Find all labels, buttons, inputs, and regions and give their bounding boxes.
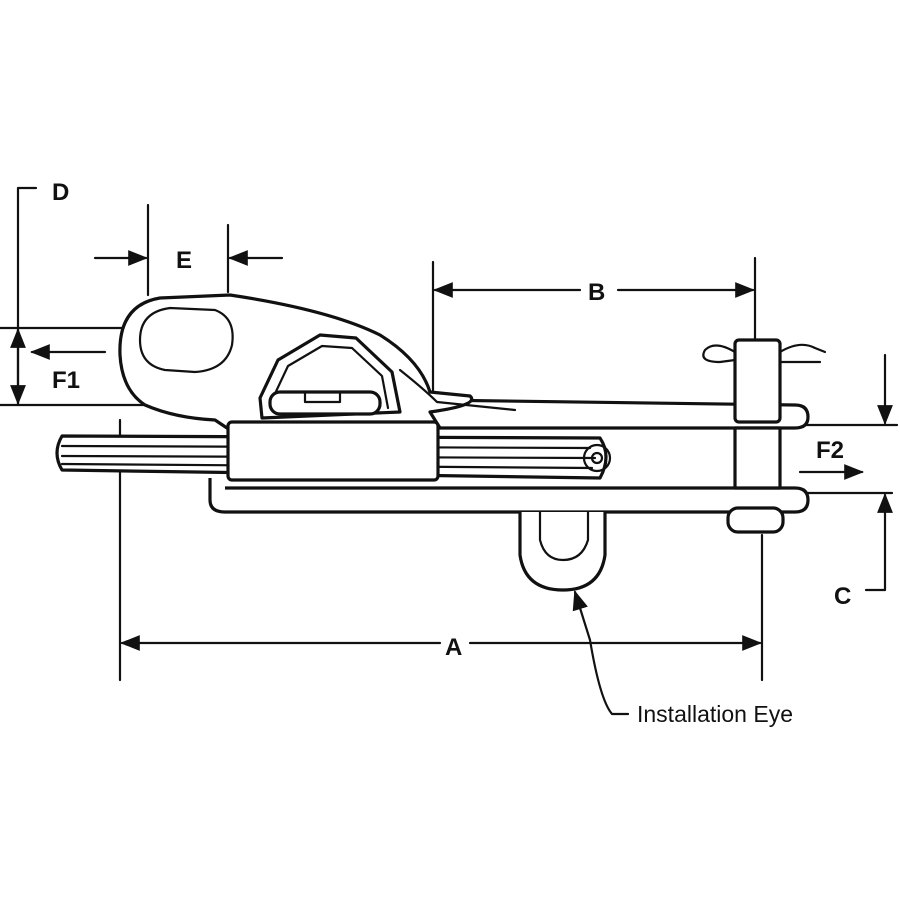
callout-leader bbox=[572, 590, 630, 716]
dimension-d bbox=[0, 186, 152, 407]
label-c: C bbox=[834, 583, 851, 610]
clamp-sleeve bbox=[226, 420, 440, 482]
label-a: A bbox=[445, 634, 462, 661]
installation-eye-label: Installation Eye bbox=[637, 701, 793, 727]
installation-eye bbox=[518, 510, 607, 592]
label-d: D bbox=[52, 179, 69, 206]
label-e: E bbox=[176, 247, 192, 274]
label-b: B bbox=[588, 279, 605, 306]
dimension-c bbox=[798, 353, 899, 592]
label-f1: F1 bbox=[52, 367, 80, 394]
cotter-pin bbox=[702, 338, 827, 534]
dimension-e bbox=[93, 203, 284, 297]
dimension-b bbox=[431, 256, 757, 412]
clamp-body bbox=[118, 293, 810, 514]
label-f2: F2 bbox=[816, 437, 844, 464]
